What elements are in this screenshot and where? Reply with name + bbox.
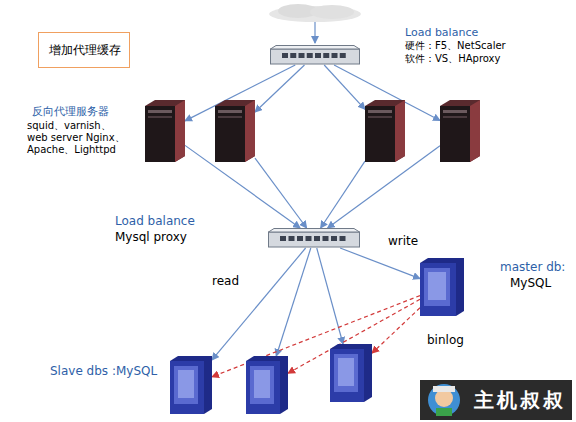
network-link [185,65,295,121]
server-shape [440,100,480,162]
switch-device: Load balanceMysql proxy [268,228,360,248]
node-heading: Load balance [405,26,478,39]
network-link [321,161,365,228]
server-shape [365,100,405,162]
network-link [255,65,304,112]
node-text: Mysql proxy [115,230,187,244]
db-shape [246,356,288,414]
node-heading: 反向代理服务器 [32,105,109,118]
database-server: Slave dbs :MySQL [170,356,212,414]
node-heading: 增加代理缓存 [39,43,131,57]
watermark-text: 主机叔叔 [474,388,566,412]
db-shape [420,258,464,316]
node-text: MySQL [510,276,551,290]
db-shape [330,344,372,402]
edge-label: read [212,274,239,288]
edge-label: write [388,234,418,248]
proxy-server: 反向代理服务器squid、varnish、 web server Nginx、 … [145,100,185,162]
logo-badge [420,380,572,420]
network-link [324,65,365,109]
title-box: 增加代理缓存 [38,32,130,68]
network-link [212,248,306,360]
network-link [334,65,440,121]
node-heading: Load balance [115,214,195,228]
replication-link [372,308,420,353]
database-server [246,356,288,414]
node-text: 软件：VS、HAproxy [405,53,500,65]
replication-link [212,296,420,377]
node-text: squid、varnish、 web server Nginx、 Apache、… [27,120,129,156]
switch-device: Load balance硬件：F5、NetScaler软件：VS、HAproxy [270,45,360,65]
node-heading: Slave dbs :MySQL [50,364,157,378]
db-shape [170,356,212,414]
proxy-server [365,100,405,162]
network-link [340,248,420,279]
server-shape [145,100,185,162]
proxy-server [215,100,255,162]
server-shape [215,100,255,162]
network-link [317,248,343,344]
database-server: master db:MySQL [420,258,464,316]
internet-link [314,22,315,43]
node-heading: master db: [500,260,565,274]
switch-shape [268,228,360,248]
cloud-symbol [269,4,361,22]
database-server [330,344,372,402]
switch-shape [270,45,360,65]
proxy-server [440,100,480,162]
network-link [255,158,307,228]
node-text: 硬件：F5、NetScaler [405,40,506,52]
binlog-label: binlog [427,333,464,347]
